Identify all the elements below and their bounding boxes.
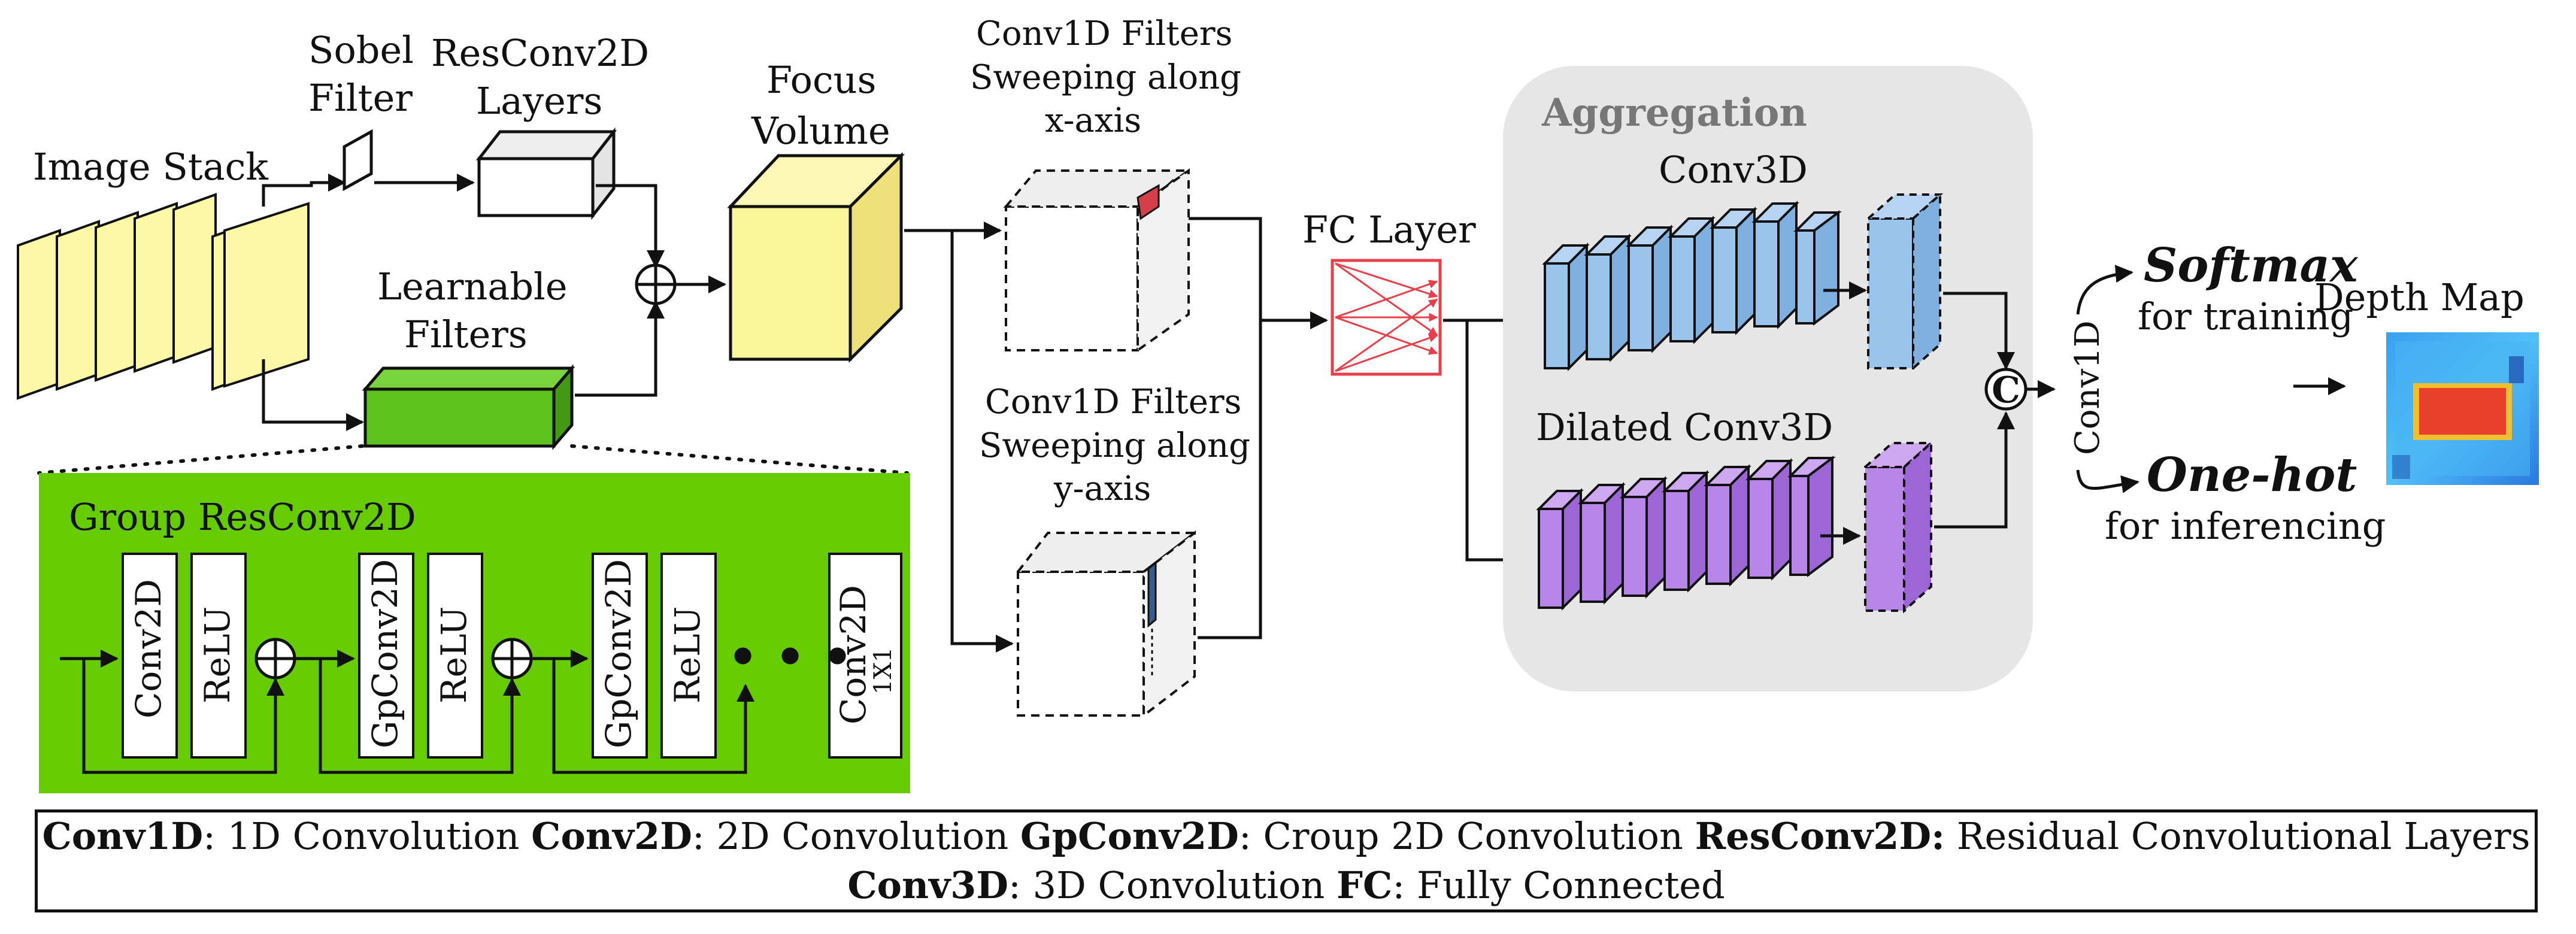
- conv3d-to-concat-line: [1943, 292, 2015, 370]
- block-conv2d-label: Conv2D: [128, 579, 169, 718]
- aggregation-title: Aggregation: [1541, 90, 1807, 135]
- block-gpconv2d-2: [592, 553, 648, 759]
- block-relu-3-label: ReLU: [667, 607, 708, 703]
- block-gpconv2d-2-label: GpConv2D: [598, 559, 639, 748]
- conv1d-y-label-3: y-axis: [1053, 469, 1151, 508]
- sobel-label-2: Filter: [308, 76, 413, 120]
- for-training-label: for training: [2138, 295, 2353, 338]
- sobel-label-1: Sobel: [308, 28, 414, 72]
- block-relu-2: [427, 553, 483, 759]
- stack-to-sobel-line: [262, 174, 346, 207]
- block-1x1-label: 1X1: [869, 647, 897, 695]
- block-relu-3: [660, 553, 717, 759]
- learnable-to-add-line: [575, 301, 665, 397]
- sobel-filter-shape: [343, 129, 373, 192]
- y-sweep-to-fc-line: [1198, 311, 1328, 639]
- conv3d-output-feature: [1865, 192, 1944, 371]
- legend-term-conv3d: Conv3D: [847, 863, 1009, 907]
- legend-term-conv2d: Conv2D: [531, 814, 692, 858]
- x-sweep-filter-marker: [1137, 184, 1160, 220]
- learnable-filters-block: [362, 364, 575, 450]
- zoom-guide-left: [37, 444, 364, 475]
- legend-term-conv1d: Conv1D: [42, 814, 204, 858]
- dilated-output-feature: [1862, 440, 1935, 614]
- fc-layer-label: FC Layer: [1302, 208, 1476, 251]
- legend-desc-conv1d: : 1D Convolution: [203, 814, 532, 858]
- x-sweep-arrow: [1160, 178, 1175, 192]
- group-resconv2d-title: Group ResConv2D: [69, 495, 416, 539]
- dilated-conv3d-label: Dilated Conv3D: [1536, 405, 1833, 449]
- continuation-dots: • • •: [728, 629, 853, 685]
- legend-term-gpconv2d: GpConv2D: [1020, 814, 1239, 858]
- group-blocks: Conv2D ReLU GpConv2D ReLU GpConv2D ReLU …: [122, 553, 902, 759]
- concat-symbol: C: [1992, 369, 2020, 411]
- image-stack: [17, 193, 310, 400]
- fc-layer-block: [1331, 259, 1442, 376]
- block-relu-1-label: ReLU: [197, 607, 238, 703]
- depth-map-label: Depth Map: [2314, 275, 2525, 319]
- conv1d-y-label-1: Conv1D Filters: [985, 383, 1241, 421]
- conv1d-x-label-1: Conv1D Filters: [976, 14, 1232, 53]
- conv1d-x-label-2: Sweeping along: [970, 58, 1241, 97]
- focus-to-y-sweep-line: [904, 229, 1014, 653]
- skip-connection-3: [552, 659, 754, 774]
- learnable-label-1: Learnable: [377, 265, 568, 308]
- legend-line-1: Conv1D: 1D Convolution Conv2D: 2D Convol…: [42, 812, 2530, 861]
- add-operator-icon: [635, 263, 677, 305]
- legend-line-2: Conv3D: 3D Convolution FC: Fully Connect…: [847, 861, 1725, 910]
- y-sweep-filter-marker: [1147, 560, 1157, 628]
- dilated-conv3d-stack: [1536, 456, 1836, 611]
- legend-term-resconv2d: ResConv2D:: [1695, 814, 1945, 858]
- stack-to-learnable-line: [262, 359, 364, 431]
- focus-label-2: Volume: [751, 109, 890, 153]
- x-sweep-out-line: [1189, 217, 1262, 320]
- add-operator-2-icon: [491, 638, 533, 680]
- to-softmax-arrow: [2076, 265, 2133, 315]
- skip-connection-2: [319, 659, 521, 774]
- focus-volume-cube: [727, 151, 905, 363]
- concat-operator-icon: C: [1984, 368, 2028, 411]
- block-gpconv2d-1: [358, 553, 414, 759]
- resconv-label-1: ResConv2D: [431, 31, 649, 75]
- conv1d-vertical-label: Conv1D: [2068, 320, 2107, 455]
- zoom-guide-right: [570, 444, 909, 475]
- softmax-label: Softmax: [2144, 238, 2359, 293]
- focus-label-1: Focus: [766, 58, 876, 102]
- legend-box: Conv1D: 1D Convolution Conv2D: 2D Convol…: [35, 809, 2538, 912]
- legend-desc-conv2d: : 2D Convolution: [692, 814, 1020, 858]
- block-conv2d-1x1-label: Conv2D: [833, 585, 874, 724]
- dilated-to-concat-line: [1934, 411, 2015, 529]
- legend-desc-conv3d: : 3D Convolution: [1008, 863, 1337, 907]
- conv1d-x-label-3: x-axis: [1045, 101, 1141, 140]
- for-inferencing-label: for inferencing: [2105, 504, 2386, 548]
- legend-desc-gpconv2d: : Croup 2D Convolution: [1238, 814, 1695, 858]
- resconv-label-2: Layers: [476, 79, 602, 123]
- legend-desc-fc: : Fully Connected: [1392, 863, 1725, 907]
- onehot-label: One-hot: [2147, 448, 2357, 502]
- conv3d-label: Conv3D: [1659, 148, 1808, 192]
- block-gpconv2d-1-label: GpConv2D: [365, 559, 405, 748]
- block-relu-2-label: ReLU: [434, 607, 474, 703]
- skip-connection-1: [82, 659, 284, 774]
- block-relu-1: [190, 553, 247, 759]
- resconv2d-block: [475, 127, 617, 220]
- block-conv2d-1x1: [828, 553, 902, 759]
- resconv-to-add-line: [596, 184, 665, 268]
- conv1d-y-volume: [1015, 530, 1198, 718]
- add-operator-1-icon: [254, 638, 296, 680]
- block-conv2d: [122, 553, 178, 759]
- learnable-label-2: Filters: [404, 313, 528, 356]
- image-stack-label: Image Stack: [33, 145, 268, 189]
- conv1d-x-volume: [1003, 168, 1193, 353]
- conv1d-y-label-2: Sweeping along: [979, 426, 1250, 465]
- legend-desc-resconv2d: Residual Convolutional Layers: [1945, 814, 2530, 858]
- legend-term-fc: FC: [1337, 863, 1393, 907]
- conv3d-stack: [1542, 201, 1842, 371]
- to-onehot-arrow: [2076, 469, 2139, 493]
- depth-map-image: [2386, 332, 2539, 485]
